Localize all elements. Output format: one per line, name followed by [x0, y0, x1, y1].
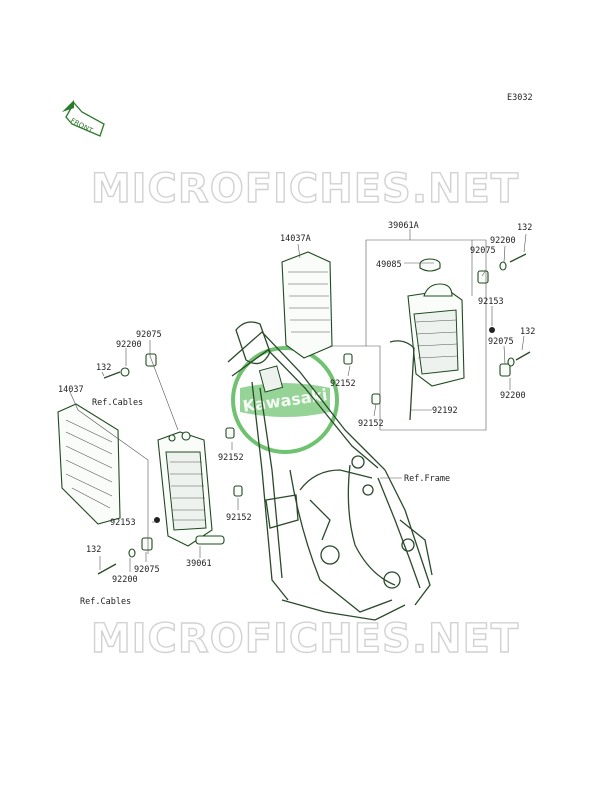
- part-label-92200-bottom-left: 92200: [112, 575, 138, 585]
- part-label-132-bottom-left: 132: [86, 545, 101, 555]
- hardware-grommets: [97, 253, 531, 575]
- part-label-92153-right: 92153: [478, 297, 504, 307]
- part-label-92152-left-2: 92152: [226, 513, 252, 523]
- part-label-92152-top: 92152: [330, 379, 356, 389]
- part-label-92152-mid: 92152: [358, 419, 384, 429]
- part-label-39061: 39061: [186, 559, 212, 569]
- ref-frame-label: Ref.Frame: [404, 474, 450, 484]
- ref-cables-top-label: Ref.Cables: [92, 398, 143, 408]
- part-label-132-right: 132: [520, 327, 535, 337]
- front-arrow-icon: FRONT: [62, 100, 105, 137]
- diagram-code: E3032: [507, 93, 533, 103]
- part-label-92200-left: 92200: [116, 340, 142, 350]
- part-label-132-left: 132: [96, 363, 111, 373]
- part-label-92153-left: 92153: [110, 518, 136, 528]
- radiator-shroud-left: [57, 403, 121, 525]
- leader-lines: [69, 229, 527, 572]
- part-label-14037: 14037: [58, 385, 84, 395]
- part-label-14037A: 14037A: [280, 234, 311, 244]
- radiator-shroud-right: [281, 251, 333, 359]
- part-label-92200-right: 92200: [500, 391, 526, 401]
- radiator-right: [389, 258, 465, 421]
- part-label-49085: 49085: [376, 260, 402, 270]
- part-label-92075-bottom-left: 92075: [134, 565, 160, 575]
- part-label-92075-top-right: 92075: [470, 246, 496, 256]
- part-label-92075-right: 92075: [488, 337, 514, 347]
- part-label-92200-top-right: 92200: [490, 236, 516, 246]
- part-label-132-top-right: 132: [517, 223, 532, 233]
- motorcycle-frame: [227, 321, 433, 621]
- part-label-92192: 92192: [432, 406, 458, 416]
- ref-cables-bottom-label: Ref.Cables: [80, 597, 131, 607]
- part-label-39061A: 39061A: [388, 221, 419, 231]
- part-label-92075-left: 92075: [136, 330, 162, 340]
- watermark-top: MICROFICHES.NET: [91, 166, 519, 212]
- watermark-bottom: MICROFICHES.NET: [91, 616, 519, 662]
- radiator-left: [157, 431, 225, 547]
- part-label-92152-left-1: 92152: [218, 453, 244, 463]
